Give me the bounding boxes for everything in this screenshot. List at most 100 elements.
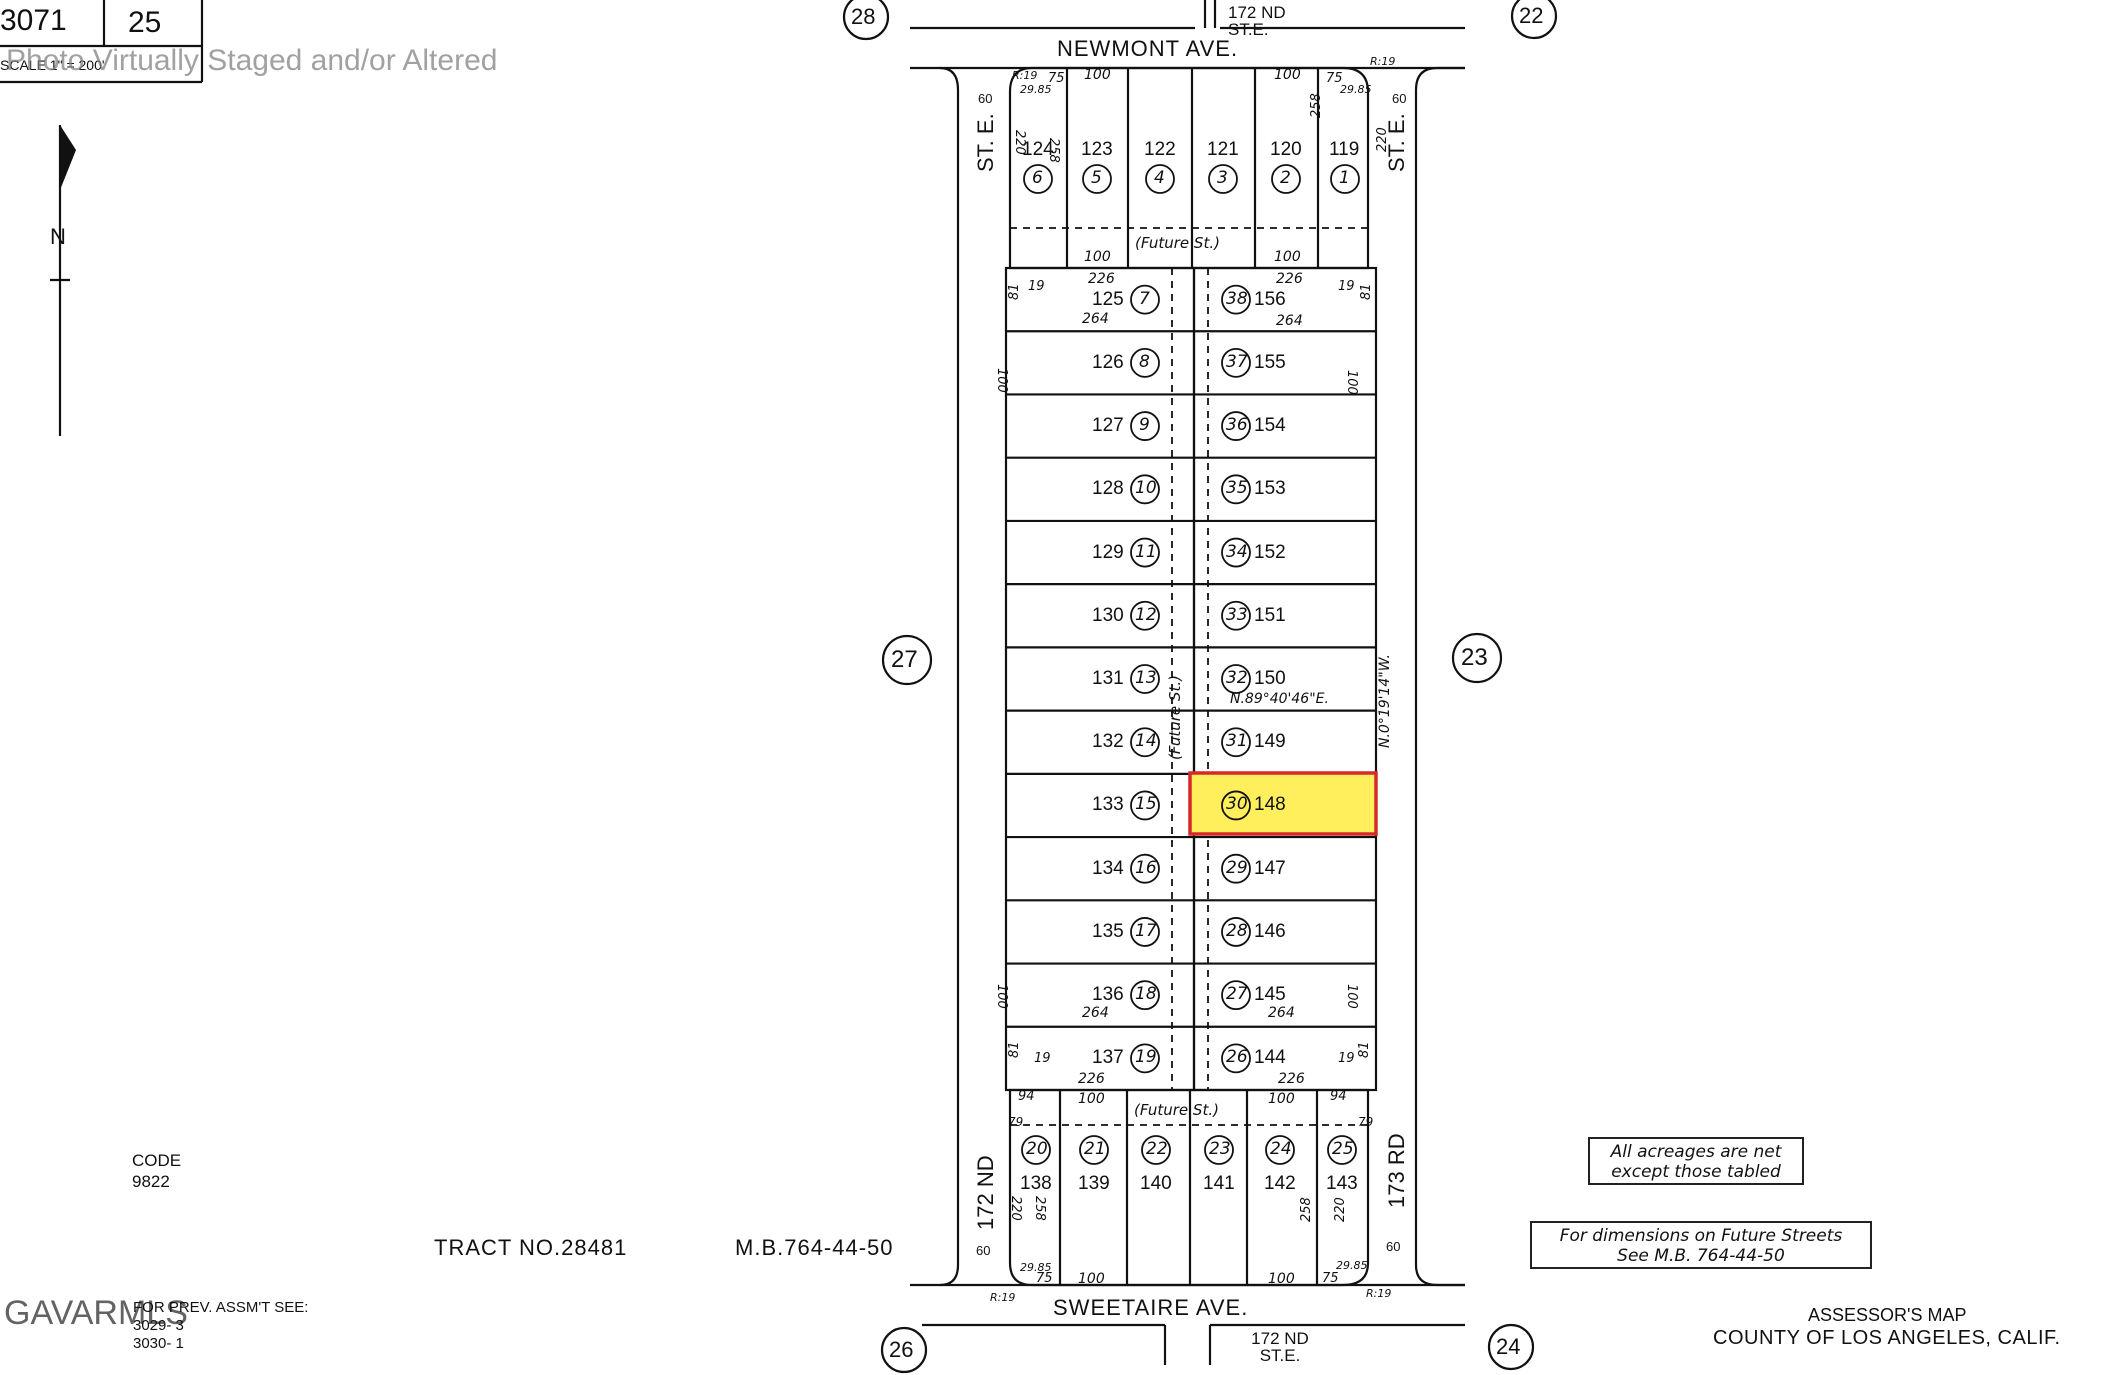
parcel-number[interactable]: 131 — [1092, 668, 1124, 689]
parcel-number[interactable]: 128 — [1092, 478, 1124, 500]
dim-mid-81-c: 81 — [1007, 1041, 1022, 1058]
parcel-number[interactable]: 130 — [1092, 604, 1124, 626]
parcel-number[interactable]: 149 — [1254, 731, 1286, 753]
parcel-number[interactable]: 136 — [1092, 984, 1124, 1006]
parcel-number[interactable]: 150 — [1254, 668, 1286, 689]
dim-mid-81-d: 81 — [1357, 1041, 1372, 1058]
parcel-number[interactable]: 132 — [1092, 731, 1124, 753]
lot-number: 5 — [1091, 168, 1102, 188]
lot-circle — [1204, 1135, 1234, 1165]
parcel-number[interactable]: 134 — [1092, 857, 1124, 879]
parcel-number[interactable]: 154 — [1254, 415, 1286, 437]
parcel-number[interactable]: 140 — [1140, 1173, 1172, 1194]
dim-top-220-b: 220 — [1375, 127, 1390, 152]
parcel-number[interactable]: 129 — [1092, 541, 1124, 563]
dim-top-2985-b: 29.85 — [1340, 83, 1372, 96]
code-value: 9822 — [132, 1172, 170, 1191]
parcel-number[interactable]: 120 — [1270, 139, 1302, 160]
parcel-number[interactable]: 155 — [1254, 351, 1286, 373]
adjacent-page-27[interactable]: 27 — [891, 646, 918, 673]
parcel-number[interactable]: 127 — [1092, 415, 1124, 437]
highlighted-parcel[interactable] — [1188, 771, 1378, 836]
tract-number: TRACT NO.28481 — [434, 1235, 628, 1260]
parcel-number[interactable]: 143 — [1326, 1173, 1358, 1194]
dim-bot-100-d: 100 — [1268, 1271, 1295, 1287]
lot-number: 34 — [1226, 541, 1248, 562]
parcel-number[interactable]: 142 — [1264, 1173, 1296, 1194]
street-172nd-bottom: 172 ND ST.E. — [1251, 1329, 1309, 1365]
lot-circle — [1130, 411, 1160, 441]
future-street-vertical: (Future St.) — [1166, 675, 1184, 760]
dim-bot-60-a: 60 — [976, 1243, 991, 1258]
county-title: COUNTY OF LOS ANGELES, CALIF. — [1713, 1327, 2061, 1349]
adjacent-page-22[interactable]: 22 — [1519, 3, 1544, 28]
lot-number: 9 — [1139, 415, 1150, 436]
parcel-number[interactable]: 151 — [1254, 604, 1286, 626]
dim-bot-94-b: 94 — [1330, 1089, 1347, 1104]
parcel-number[interactable]: 147 — [1254, 857, 1286, 879]
lot-circle — [1130, 727, 1160, 758]
lot-number-circles — [1021, 164, 1360, 1165]
dim-bot-258-a: 258 — [1032, 1196, 1047, 1221]
parcel-number[interactable]: 145 — [1254, 984, 1286, 1006]
parcel-number[interactable]: 133 — [1092, 794, 1124, 816]
parcel-number[interactable]: 148 — [1254, 794, 1286, 816]
street-172nd-left: 172 ND — [973, 1155, 998, 1230]
adjacent-page-28[interactable]: 28 — [851, 4, 876, 29]
lot-circle — [1079, 1135, 1109, 1165]
lot-row-lines — [1006, 330, 1376, 1028]
parcel-number[interactable]: 152 — [1254, 541, 1286, 563]
dim-bot-75-a: 75 — [1036, 1271, 1053, 1286]
parcel-number[interactable]: 156 — [1254, 288, 1286, 310]
adjacent-page-23[interactable]: 23 — [1461, 644, 1488, 671]
parcel-number[interactable]: 138 — [1020, 1173, 1052, 1194]
future-street-lines — [1010, 227, 1368, 1126]
dim-mid-226-c: 226 — [1078, 1071, 1105, 1087]
lot-circle — [1145, 164, 1175, 194]
lot-circle — [1130, 284, 1160, 315]
parcel-number[interactable]: 144 — [1254, 1047, 1286, 1069]
street-newmont-ave: NEWMONT AVE. — [1057, 36, 1239, 61]
parcel-number[interactable]: 153 — [1254, 478, 1286, 500]
parcel-number[interactable]: 123 — [1081, 139, 1113, 160]
lot-circle — [1141, 1135, 1171, 1165]
lot-number: 1 — [1339, 168, 1350, 188]
lot-circle — [1082, 164, 1112, 194]
lot-number: 37 — [1226, 351, 1248, 372]
lot-circle — [1021, 1135, 1051, 1165]
parcel-number[interactable]: 124 — [1022, 139, 1054, 160]
parcel-number[interactable]: 119 — [1329, 139, 1360, 160]
lot-number: 26 — [1226, 1047, 1248, 1068]
lot-number: 13 — [1135, 668, 1157, 688]
dimensions-note-line-1: For dimensions on Future Streets — [1559, 1226, 1843, 1246]
dim-mid-226-a: 226 — [1088, 271, 1115, 287]
street-st-e-left: ST. E. — [973, 113, 998, 172]
parcel-number[interactable]: 121 — [1207, 139, 1239, 160]
bearing-west: N.0°19'14"W. — [1377, 654, 1393, 748]
lot-circle — [1130, 980, 1160, 1011]
future-street-top: (Future St.) — [1135, 234, 1220, 252]
lot-number: 17 — [1135, 920, 1157, 941]
acreage-note-line-1: All acreages are net — [1610, 1142, 1782, 1162]
lot-circle — [1221, 411, 1251, 441]
adjacent-page-26[interactable]: 26 — [889, 1337, 914, 1362]
parcel-number[interactable]: 146 — [1254, 920, 1286, 942]
acreage-note-line-2: except those tabled — [1611, 1161, 1781, 1182]
parcel-number[interactable]: 122 — [1144, 139, 1176, 160]
adjacent-page-24[interactable]: 24 — [1496, 1334, 1521, 1359]
parcel-number[interactable]: 139 — [1078, 1173, 1110, 1194]
parcel-number[interactable]: 141 — [1203, 1173, 1235, 1194]
lot-circle — [1221, 600, 1251, 631]
parcel-number[interactable]: 125 — [1092, 288, 1124, 310]
dim-fut-100-a: 100 — [1084, 249, 1111, 265]
parcel-number[interactable]: 137 — [1092, 1047, 1124, 1069]
parcel-number[interactable]: 135 — [1092, 920, 1124, 942]
dim-top-258-b: 258 — [1309, 93, 1324, 118]
lot-number: 14 — [1135, 731, 1157, 752]
lot-number: 29 — [1226, 857, 1248, 878]
lot-circle — [1265, 1135, 1295, 1165]
dim-bot-258-b: 258 — [1299, 1197, 1314, 1222]
lot-circle — [1130, 853, 1160, 884]
lot-circle — [1130, 347, 1160, 378]
parcel-number[interactable]: 126 — [1092, 351, 1124, 373]
